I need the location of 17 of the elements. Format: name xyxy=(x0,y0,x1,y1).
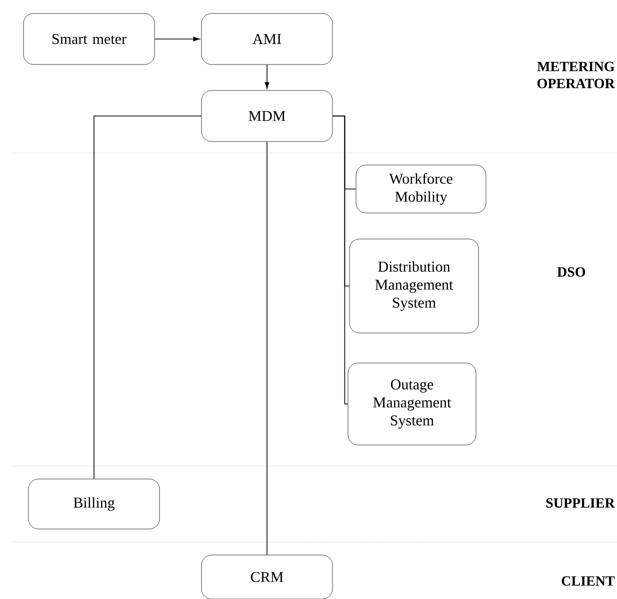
process-box: AMI xyxy=(201,13,333,65)
lane-label: METERING OPERATOR xyxy=(537,62,615,88)
process-box: Workforce Mobility xyxy=(356,164,486,214)
lane-label: SUPPLIER xyxy=(546,498,615,508)
process-box: Billing xyxy=(28,478,160,530)
connector xyxy=(264,64,270,89)
lane-label: CLIENT xyxy=(562,576,615,586)
process-box: Distribution Management System xyxy=(349,238,479,334)
process-box: Outage Management System xyxy=(348,362,476,446)
process-box: Smart meter xyxy=(23,13,155,65)
process-box: CRM xyxy=(201,554,333,599)
connector xyxy=(332,116,348,404)
connector xyxy=(94,116,202,480)
lane-label: DSO xyxy=(557,267,586,277)
process-box: MDM xyxy=(201,90,333,142)
connector xyxy=(154,36,200,42)
connector xyxy=(266,141,268,556)
